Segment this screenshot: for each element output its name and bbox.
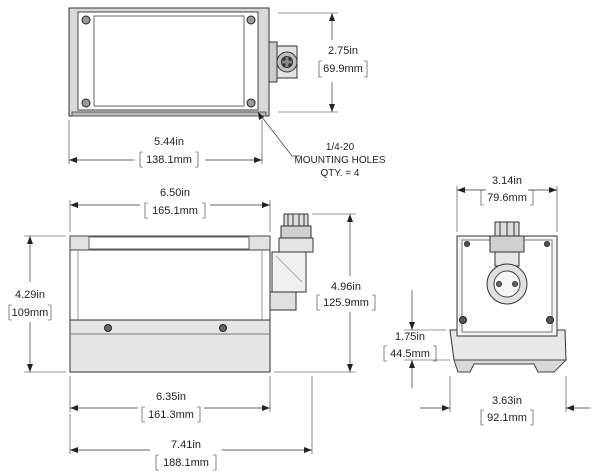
note-qty: QTY. = 4 [320, 168, 359, 179]
front-overall-mm: 165.1mm [152, 205, 198, 217]
top-view-connector [268, 41, 298, 83]
top-height-in: 2.75in [328, 45, 358, 57]
note-thread: 1/4-20 [326, 142, 355, 153]
connector-height-in: 4.96in [331, 281, 361, 293]
front-view-enclosure [69, 235, 271, 373]
top-width-in: 5.44in [154, 136, 184, 148]
side-width-in: 3.14in [492, 175, 522, 187]
side-base-height-in: 1.75in [395, 331, 425, 343]
note-mounting: MOUNTING HOLES [294, 155, 385, 166]
base-width-mm: 161.3mm [148, 409, 194, 421]
side-base-width-mm: 92.1mm [487, 412, 527, 424]
side-base-height-mm: 44.5mm [390, 348, 430, 360]
front-overall-in: 6.50in [160, 187, 190, 199]
top-width-mm: 138.1mm [146, 154, 192, 166]
total-width-mm: 188.1mm [163, 457, 209, 469]
front-view-connector [269, 213, 314, 311]
front-height-mm: 109mm [12, 307, 49, 319]
top-height-mm: 69.9mm [323, 63, 363, 75]
front-height-in: 4.29in [15, 289, 45, 301]
top-view-enclosure [68, 7, 270, 117]
base-width-in: 6.35in [156, 391, 186, 403]
side-base-width-in: 3.63in [492, 395, 522, 407]
total-width-in: 7.41in [171, 439, 201, 451]
side-width-mm: 79.6mm [487, 192, 527, 204]
connector-height-mm: 125.9mm [323, 297, 369, 309]
side-view-connector [486, 221, 528, 305]
